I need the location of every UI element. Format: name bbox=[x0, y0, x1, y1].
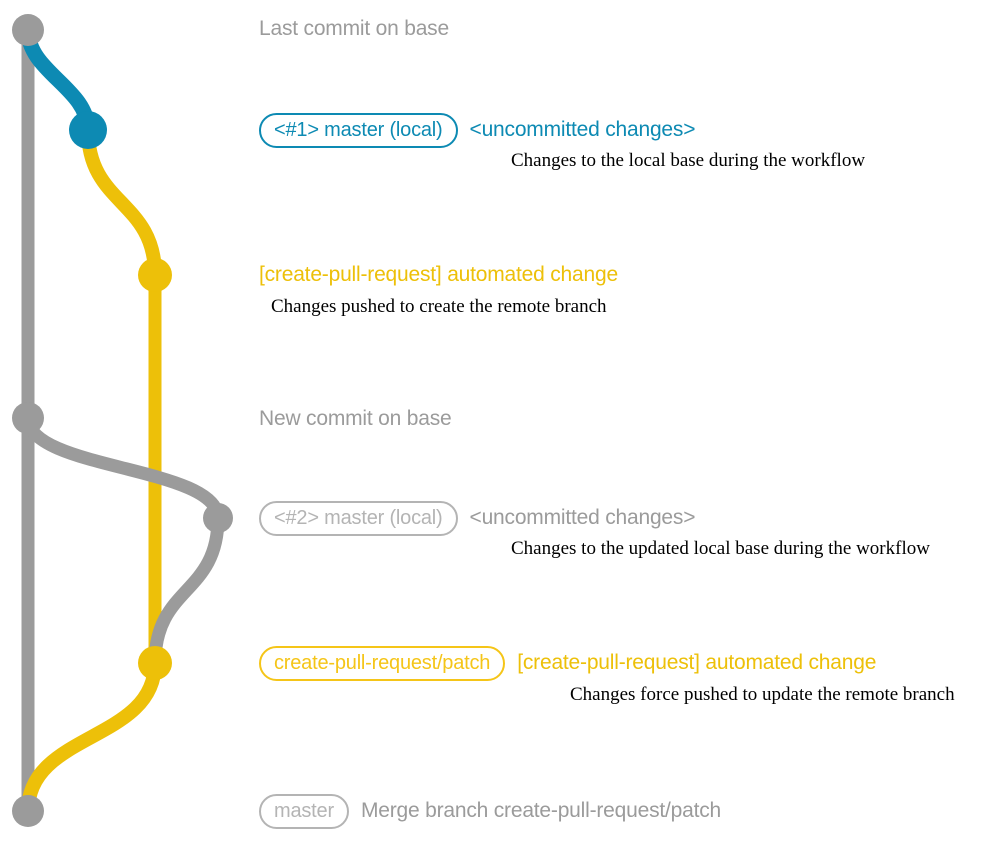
edge-local-2-to-patch-2 bbox=[148, 511, 225, 670]
branch-badge-label: <#2> master (local) bbox=[259, 501, 458, 536]
branch-badge-master-local-1[interactable]: <#1> master (local) bbox=[259, 113, 458, 148]
edge-base-to-local-2 bbox=[21, 411, 225, 525]
commit-title: [create-pull-request] automated change bbox=[259, 263, 618, 286]
commit-title: <uncommitted changes> bbox=[469, 506, 696, 529]
branch-badge-label: <#1> master (local) bbox=[259, 113, 458, 148]
branch-badge-label: master bbox=[259, 794, 349, 829]
branch-badge-master[interactable]: master bbox=[259, 794, 349, 829]
node-uncommitted-changes-1[interactable] bbox=[69, 111, 107, 149]
commit-description: Changes pushed to create the remote bran… bbox=[271, 296, 607, 317]
commit-row-automated-change-2: create-pull-request/patch [create-pull-r… bbox=[259, 646, 876, 681]
commit-row-last-commit-on-base: Last commit on base bbox=[259, 17, 449, 41]
edge-local-1-to-patch-1 bbox=[81, 123, 162, 282]
commit-title: New commit on base bbox=[259, 407, 452, 430]
branch-badge-master-local-2[interactable]: <#2> master (local) bbox=[259, 501, 458, 536]
commit-title: [create-pull-request] automated change bbox=[517, 651, 877, 674]
commit-title: Merge branch create-pull-request/patch bbox=[360, 799, 722, 822]
node-automated-change-2[interactable] bbox=[138, 646, 172, 680]
commit-title: Last commit on base bbox=[259, 17, 449, 40]
node-new-commit-on-base[interactable] bbox=[12, 402, 44, 434]
node-uncommitted-changes-2[interactable] bbox=[203, 503, 233, 533]
commit-row-uncommitted-changes-1: <#1> master (local) <uncommitted changes… bbox=[259, 113, 695, 148]
commit-description: Changes to the local base during the wor… bbox=[511, 150, 866, 171]
edge-patch-2-to-merge bbox=[21, 656, 162, 818]
node-automated-change-1[interactable] bbox=[138, 258, 172, 292]
commit-row-uncommitted-changes-2: <#2> master (local) <uncommitted changes… bbox=[259, 501, 695, 536]
node-merge-commit[interactable] bbox=[12, 795, 44, 827]
commit-description: Changes force pushed to update the remot… bbox=[570, 684, 955, 705]
node-last-commit-on-base[interactable] bbox=[12, 14, 44, 46]
commit-row-merge-commit: master Merge branch create-pull-request/… bbox=[259, 794, 721, 829]
commit-title: <uncommitted changes> bbox=[469, 118, 696, 141]
branch-badge-label: create-pull-request/patch bbox=[259, 646, 506, 681]
branch-badge-create-pull-request-patch[interactable]: create-pull-request/patch bbox=[259, 646, 506, 681]
commit-description: Changes to the updated local base during… bbox=[511, 538, 930, 559]
commit-row-automated-change-1: [create-pull-request] automated change bbox=[259, 263, 618, 287]
commit-row-new-commit-on-base: New commit on base bbox=[259, 407, 452, 431]
